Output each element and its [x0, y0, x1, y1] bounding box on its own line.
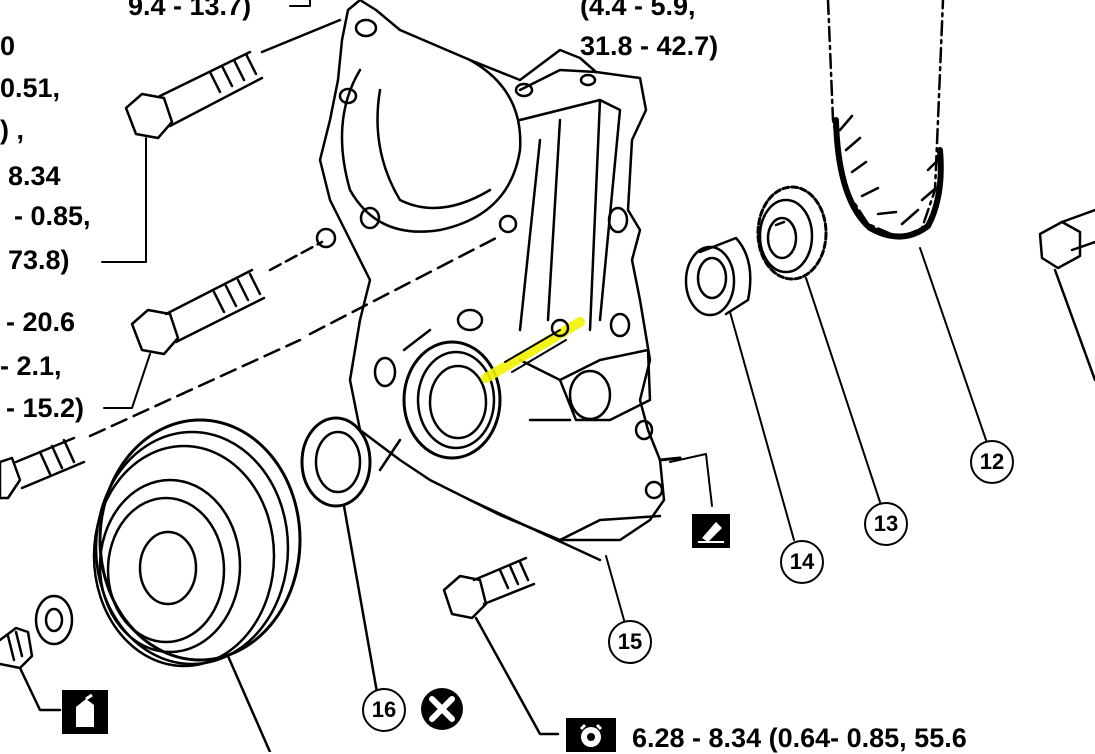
crankshaft-pulley	[92, 418, 302, 752]
bolt-lower	[442, 556, 560, 736]
torque-label-left-8: - 2.1,	[0, 351, 62, 381]
callout-14: 14	[780, 540, 824, 584]
leader-lines	[101, 0, 311, 409]
torque-label-bottom: 6.28 - 8.34 (0.64- 0.85, 55.6	[632, 723, 967, 753]
bolt-top-left	[124, 18, 342, 140]
crankshaft-sprocket	[756, 185, 828, 281]
torque-label-left-5: - 0.85,	[14, 201, 91, 231]
callout-16: 16	[362, 688, 406, 732]
bolt-mid-left	[130, 240, 324, 356]
timing-chain	[826, 0, 945, 240]
callout-15: 15	[608, 620, 652, 664]
torque-label-left-3: ) ,	[0, 115, 24, 145]
callout-leaders	[605, 247, 987, 621]
torque-wrench-icon	[566, 718, 616, 752]
do-not-reuse-icon	[418, 686, 466, 732]
spacer	[684, 236, 752, 317]
front-timing-cover	[315, 0, 666, 562]
callout-13: 13	[864, 502, 908, 546]
torque-label-top-right: (4.4 - 5.9,	[580, 0, 696, 21]
torque-label-left-1: 0	[0, 31, 16, 61]
torque-label-top-right-2: 31.8 - 42.7)	[580, 31, 719, 61]
pulley-washer	[34, 594, 74, 646]
torque-label-left-2: 0.51,	[0, 73, 61, 103]
front-oil-seal	[300, 416, 380, 700]
torque-label-top-left: 9.4 - 13.7)	[128, 0, 252, 21]
torque-label-left-7: - 20.6	[6, 307, 76, 337]
torque-label-left-6: 73.8)	[8, 245, 70, 275]
bolt-long-left	[0, 234, 502, 500]
lubricate-icon	[62, 690, 108, 734]
bolt-right	[1038, 208, 1095, 382]
pulley-bolt	[0, 626, 62, 712]
torque-label-left-9: - 15.2)	[6, 393, 85, 423]
torque-label-left-4: 8.34	[8, 161, 61, 191]
callout-12: 12	[970, 440, 1014, 484]
sealant-icon	[692, 514, 730, 548]
highlighted-pin	[481, 317, 585, 383]
